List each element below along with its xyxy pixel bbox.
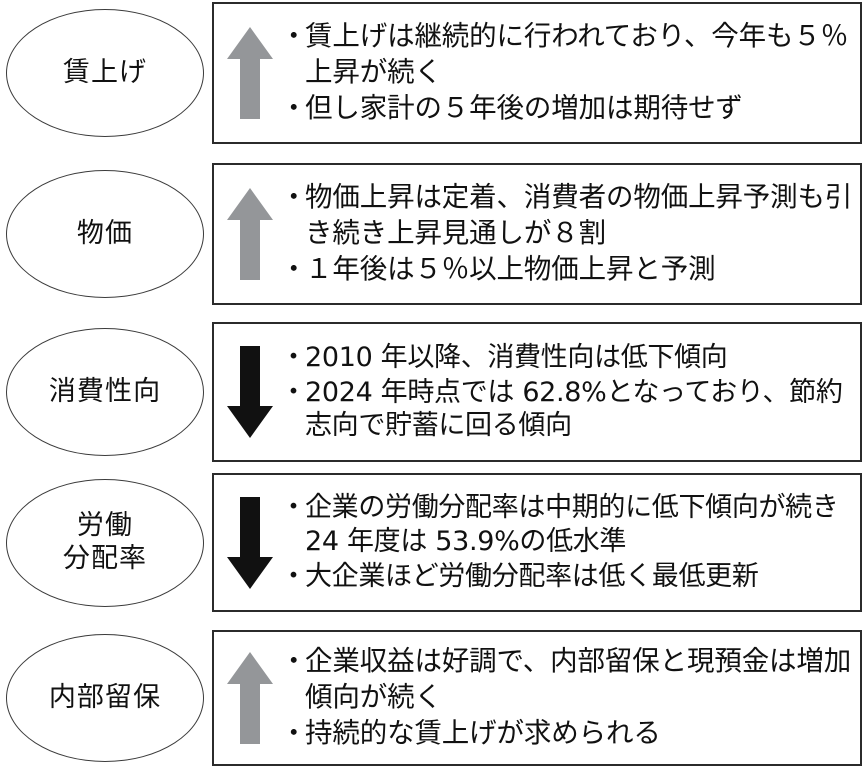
indicator-bullet-item: 企業の労働分配率は中期的に低下傾向が続き 24 年度は 53.9%の低水準 (280, 491, 856, 559)
indicator-label-ellipse: 物価 (6, 170, 204, 298)
indicator-label-text: 物価 (76, 217, 134, 249)
indicator-label-container-labor-share: 労働 分配率 (6, 473, 208, 612)
indicator-bullet-list: 物価上昇は定着、消費者の物価上昇予測も引き続き上昇見通しが８割１年後は５％以上物… (280, 180, 860, 288)
indicator-bullet-item: 賃上げは継続的に行われており、今年も５％上昇が続く (280, 19, 856, 91)
indicator-bullet-list: 賃上げは継続的に行われており、今年も５％上昇が続く但し家計の５年後の増加は期待せ… (280, 19, 860, 127)
arrow-down-icon (214, 324, 286, 460)
indicator-label-text: 労働 分配率 (62, 509, 148, 574)
arrow-down-glyph (227, 496, 273, 589)
indicator-bullet-item: 2024 年時点では 62.8%となっており、節約志向で貯蓄に回る傾向 (280, 376, 856, 444)
indicator-detail-panel-wage-increase: 賃上げは継続的に行われており、今年も５％上昇が続く但し家計の５年後の増加は期待せ… (212, 2, 862, 144)
indicator-row-prices: 物価 物価上昇は定着、消費者の物価上昇予測も引き続き上昇見通しが８割１年後は５％以… (0, 163, 868, 305)
indicator-detail-panel-retained-earnings: 企業収益は好調で、内部留保と現預金は増加傾向が続く持続的な賃上げが求められる (212, 630, 862, 766)
indicator-detail-panel-prices: 物価上昇は定着、消費者の物価上昇予測も引き続き上昇見通しが８割１年後は５％以上物… (212, 163, 862, 305)
arrow-up-icon (214, 632, 286, 764)
indicator-label-ellipse: 賃上げ (6, 9, 204, 137)
indicator-bullet-item: 大企業ほど労働分配率は低く最低更新 (280, 560, 856, 594)
indicator-label-container-propensity-to-consume: 消費性向 (6, 322, 208, 462)
indicator-bullet-item: 物価上昇は定着、消費者の物価上昇予測も引き続き上昇見通しが８割 (280, 180, 856, 252)
indicator-label-ellipse: 労働 分配率 (6, 478, 204, 607)
arrow-down-glyph (227, 346, 273, 438)
indicator-detail-panel-labor-share: 企業の労働分配率は中期的に低下傾向が続き 24 年度は 53.9%の低水準大企業… (212, 473, 862, 612)
indicator-bullet-item: 企業収益は好調で、内部留保と現預金は増加傾向が続く (280, 644, 856, 716)
indicator-detail-panel-propensity-to-consume: 2010 年以降、消費性向は低下傾向2024 年時点では 62.8%となっており… (212, 322, 862, 462)
indicator-row-propensity-to-consume: 消費性向 2010 年以降、消費性向は低下傾向2024 年時点では 62.8%とな… (0, 322, 868, 462)
indicator-label-ellipse: 内部留保 (6, 634, 204, 762)
indicator-row-wage-increase: 賃上げ 賃上げは継続的に行われており、今年も５％上昇が続く但し家計の５年後の増加は… (0, 2, 868, 144)
indicator-bullet-item: 持続的な賃上げが求められる (280, 716, 856, 752)
indicator-row-retained-earnings: 内部留保 企業収益は好調で、内部留保と現預金は増加傾向が続く持続的な賃上げが求めら… (0, 630, 868, 766)
indicator-row-labor-share: 労働 分配率 企業の労働分配率は中期的に低下傾向が続き 24 年度は 53.9%の… (0, 473, 868, 612)
indicator-label-ellipse: 消費性向 (6, 328, 204, 456)
arrow-up-glyph (227, 27, 273, 119)
indicator-bullet-list: 企業の労働分配率は中期的に低下傾向が続き 24 年度は 53.9%の低水準大企業… (280, 491, 860, 594)
indicator-label-text: 賃上げ (62, 56, 148, 88)
indicator-bullet-item: 但し家計の５年後の増加は期待せず (280, 91, 856, 127)
indicator-label-text: 内部留保 (48, 681, 162, 713)
indicator-bullet-item: １年後は５％以上物価上昇と予測 (280, 252, 856, 288)
indicator-label-container-prices: 物価 (6, 163, 208, 305)
indicator-label-text: 消費性向 (48, 375, 162, 407)
indicator-bullet-list: 企業収益は好調で、内部留保と現預金は増加傾向が続く持続的な賃上げが求められる (280, 644, 860, 752)
arrow-up-icon (214, 165, 286, 303)
arrow-down-icon (214, 475, 286, 610)
arrow-up-icon (214, 4, 286, 142)
arrow-up-glyph (227, 652, 273, 744)
indicator-bullet-item: 2010 年以降、消費性向は低下傾向 (280, 341, 856, 375)
arrow-up-glyph (227, 188, 273, 280)
indicator-bullet-list: 2010 年以降、消費性向は低下傾向2024 年時点では 62.8%となっており… (280, 341, 860, 444)
indicator-label-container-retained-earnings: 内部留保 (6, 630, 208, 766)
indicator-label-container-wage-increase: 賃上げ (6, 2, 208, 144)
